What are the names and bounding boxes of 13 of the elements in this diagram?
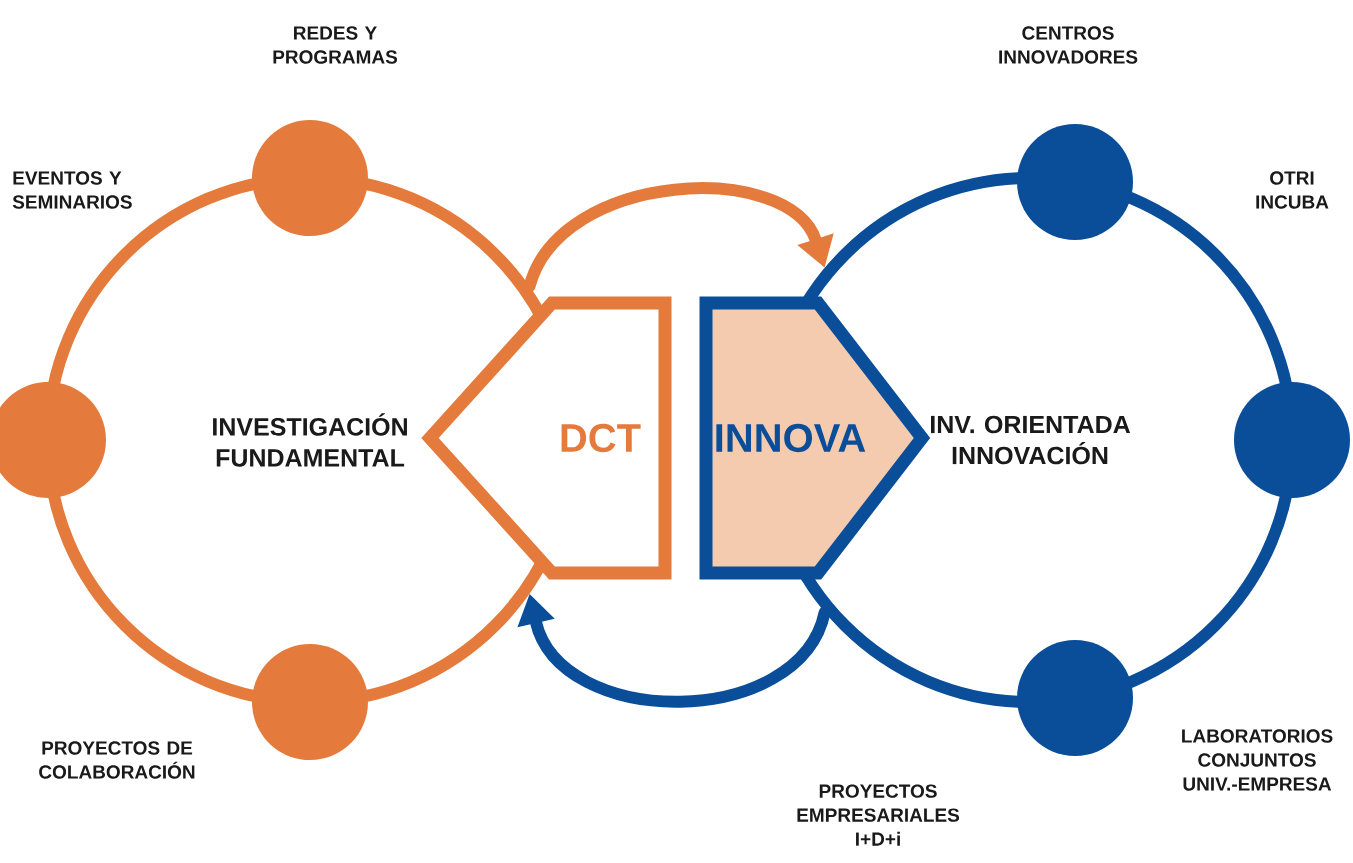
pentagon-box: INNOVA — [699, 296, 931, 580]
item-label: PROYECTOS EMPRESARIALES I+D+i — [797, 784, 960, 846]
item-label: LABORATORIOS CONJUNTOS UNIV.-EMPRESA — [1182, 729, 1333, 791]
item-label: REDES Y PROGRAMAS — [273, 26, 398, 64]
circle — [1017, 640, 1133, 756]
item-label: EVENTOS Y SEMINARIOS — [12, 171, 132, 209]
item-label: OTRI INCUBA — [1256, 171, 1329, 209]
circle — [1017, 124, 1133, 240]
circle — [1234, 382, 1350, 498]
item-label: CENTROS INNOVADORES — [999, 26, 1138, 64]
item-label: PROYECTOS DE COLABORACIÓN — [39, 741, 195, 779]
circle — [252, 120, 368, 236]
circle — [252, 644, 368, 760]
